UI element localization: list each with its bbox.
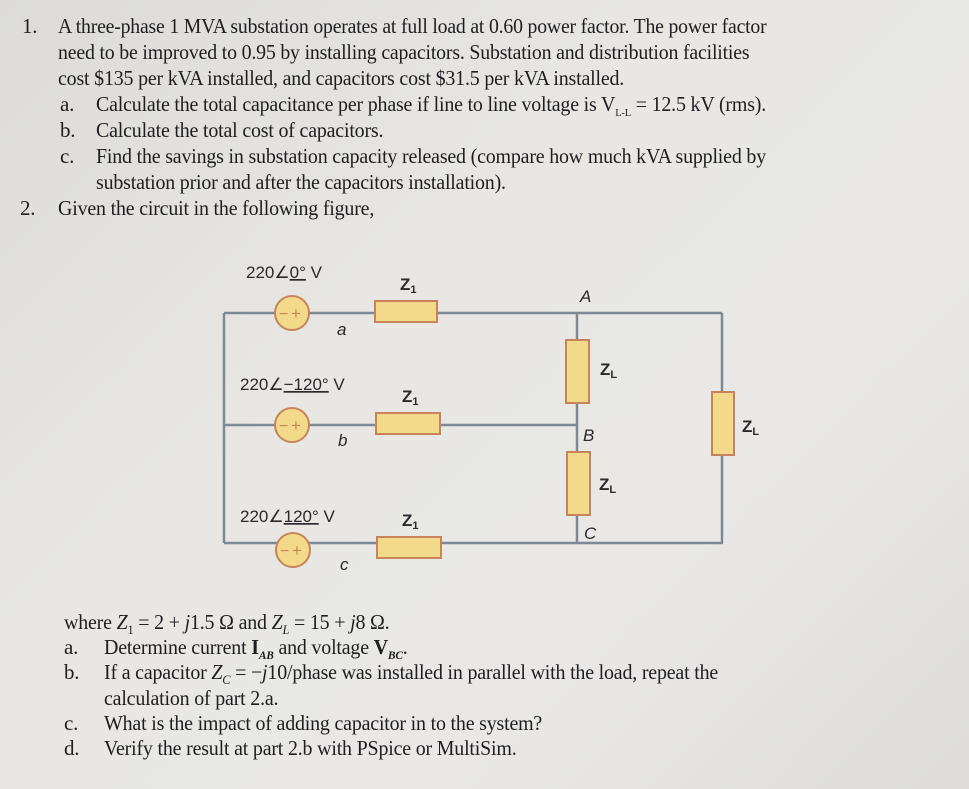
zl-rest: 8 Ω.: [355, 610, 390, 634]
problem-2b-end: 10/phase was installed in parallel with …: [267, 660, 719, 684]
problem-2b-mid: = −: [230, 660, 263, 684]
zl-j: j: [350, 610, 356, 634]
problem-2d-text: Verify the result at part 2.b with PSpic…: [104, 736, 517, 760]
node-B-label: B: [583, 426, 594, 445]
node-C-label: C: [584, 524, 597, 543]
problem-2a-pre: Determine current: [104, 635, 252, 659]
current-symbol: I: [251, 635, 259, 659]
z1-symbol: Z: [116, 610, 128, 634]
problem-1a-main: Calculate the total capacitance per phas…: [96, 92, 616, 116]
zl-bc-label: ZL: [599, 475, 616, 496]
z1-subscript: 1: [127, 622, 134, 638]
voltage-subscript: BC: [387, 648, 403, 663]
z1-rest: 1.5 Ω and: [189, 610, 272, 634]
line-impedance-z1-b: [375, 412, 441, 435]
svg-text:+: +: [291, 416, 301, 435]
zl-value: = 15 +: [289, 610, 351, 634]
source-c-label: 220∠120° V: [240, 507, 336, 526]
problem-2c-text: What is the impact of adding capacitor i…: [104, 711, 543, 735]
zl-ca-label: ZL: [742, 417, 759, 438]
node-a-label: a: [337, 320, 346, 339]
problem-2a-mid: and voltage: [273, 635, 374, 659]
load-impedance-zl-ab: [565, 339, 590, 404]
problem-1a-tail: = 12.5 kV (rms).: [630, 92, 767, 116]
voltage-source-b: − +: [274, 407, 310, 443]
problem-1c-label: c.: [60, 144, 75, 168]
problem-1b-text: Calculate the total cost of capacitors.: [96, 118, 384, 142]
line-impedance-z1-a: [374, 300, 438, 323]
line-impedance-z1-c: [376, 536, 442, 559]
zc-subscript: C: [222, 672, 231, 688]
problem-2b-text-line-1: If a capacitor ZC = −j10/phase was insta…: [104, 660, 718, 692]
problem-1-text-line-3: cost $135 per kVA installed, and capacit…: [58, 66, 625, 90]
load-impedance-zl-bc: [566, 451, 591, 516]
voltage-source-c: − +: [275, 532, 311, 568]
zl-ab-label: ZL: [600, 360, 617, 381]
problem-2-number: 2.: [20, 196, 36, 220]
impedance-definitions: where Z1 = 2 + j1.5 Ω and ZL = 15 + j8 Ω…: [64, 610, 390, 642]
svg-text:−: −: [279, 306, 288, 323]
problem-2b-pre: If a capacitor: [104, 660, 212, 684]
voltage-source-a: − +: [274, 295, 310, 331]
three-phase-circuit-diagram: − + − + − + 220∠0° V 220∠−120° V 220∠120…: [222, 263, 759, 574]
voltage-symbol: V: [373, 635, 388, 659]
z1-value: = 2 +: [133, 610, 185, 634]
problem-2a-end: .: [402, 635, 408, 659]
problem-1c-text-line-1: Find the savings in substation capacity …: [96, 144, 766, 168]
problem-2c-label: c.: [64, 711, 79, 735]
problem-1b-label: b.: [60, 118, 76, 142]
where-prefix: where: [64, 610, 117, 634]
problem-2a-text: Determine current IAB and voltage VBC.: [104, 635, 408, 667]
problem-1c-text-line-2: substation prior and after the capacitor…: [96, 170, 506, 194]
svg-text:+: +: [291, 304, 301, 323]
zc-j: j: [262, 660, 268, 684]
z1-c-label: Z1: [402, 511, 419, 532]
z1-b-label: Z1: [402, 387, 419, 408]
problem-2-intro: Given the circuit in the following figur…: [58, 196, 375, 220]
problem-2b-text-line-2: calculation of part 2.a.: [104, 686, 279, 710]
problem-2b-label: b.: [64, 660, 80, 684]
zl-subscript: L: [282, 622, 290, 638]
problem-2a-label: a.: [64, 635, 79, 659]
svg-text:−: −: [280, 543, 289, 560]
problem-1-text-line-1: A three-phase 1 MVA substation operates …: [58, 14, 767, 38]
problem-1a-text: Calculate the total capacitance per phas…: [96, 92, 766, 125]
zl-symbol: Z: [271, 610, 283, 634]
problem-1-number: 1.: [22, 14, 38, 38]
z1-j: j: [184, 610, 191, 634]
problem-1a-label: a.: [60, 92, 75, 116]
load-impedance-zl-ca: [711, 391, 735, 456]
node-c-label: c: [340, 555, 349, 574]
svg-text:+: +: [292, 541, 302, 560]
problem-1-text-line-2: need to be improved to 0.95 by installin…: [58, 40, 750, 64]
zc-symbol: Z: [211, 660, 223, 684]
z1-a-label: Z1: [400, 275, 417, 296]
svg-text:−: −: [279, 418, 288, 435]
source-b-label: 220∠−120° V: [240, 375, 345, 394]
node-b-label: b: [338, 431, 347, 450]
problem-2d-label: d.: [64, 736, 80, 760]
current-subscript: AB: [258, 648, 274, 663]
node-A-label: A: [579, 287, 591, 306]
vll-subscript: L-L: [615, 107, 631, 120]
source-a-label: 220∠0° V: [246, 263, 323, 282]
